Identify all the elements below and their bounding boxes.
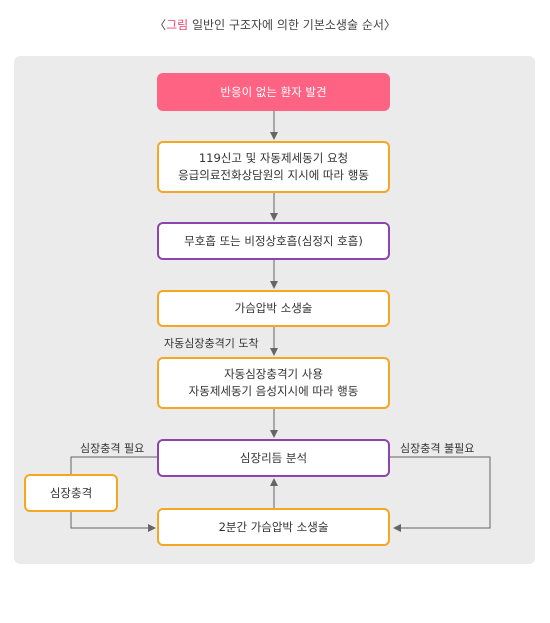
node-compression: 가슴압박 소생술 (157, 290, 390, 327)
node-shock: 심장충격 (24, 474, 118, 512)
node-cpr2min-line-1: 2분간 가슴압박 소생술 (218, 519, 329, 534)
caption-label: 그림 (166, 18, 189, 32)
node-cpr2min: 2분간 가슴압박 소생술 (157, 508, 390, 546)
edge-label-aed-arrival: 자동심장충격기 도착 (164, 337, 259, 350)
edge-label-shock-not-needed: 심장충격 불필요 (400, 442, 475, 455)
node-call119: 119신고 및 자동제세동기 요청 응급의료전화상담원의 지시에 따라 행동 (157, 141, 390, 193)
caption-close-bracket: 〉 (383, 18, 396, 32)
node-rhythm: 심장리듬 분석 (157, 439, 390, 477)
caption-open-bracket: 〈 (154, 18, 167, 32)
node-aed-use-line-1: 자동심장충격기 사용 (224, 367, 323, 381)
node-start-line-1: 반응이 없는 환자 발견 (220, 84, 327, 99)
node-call119-line-1: 119신고 및 자동제세동기 요청 (198, 151, 349, 165)
node-rhythm-line-1: 심장리듬 분석 (239, 450, 308, 465)
edge-rhythm-to-cpr2min-no-shock (390, 456, 491, 532)
node-aed-use-line-2: 자동제세동기 음성지시에 따라 행동 (188, 384, 359, 398)
node-start: 반응이 없는 환자 발견 (157, 73, 390, 111)
node-breathing-line-1: 무호흡 또는 비정상호흡(심정지 호흡) (184, 233, 363, 248)
edge-shock-to-cpr2min (70, 512, 156, 532)
figure-caption: 〈그림 일반인 구조자에 의한 기본소생술 순서〉 (0, 16, 550, 33)
node-aed-use: 자동심장충격기 사용 자동제세동기 음성지시에 따라 행동 (157, 357, 390, 409)
node-shock-line-1: 심장충격 (49, 485, 93, 500)
caption-text: 일반인 구조자에 의한 기본소생술 순서 (188, 18, 384, 32)
edge-label-shock-needed: 심장충격 필요 (80, 442, 145, 455)
node-breathing: 무호흡 또는 비정상호흡(심정지 호흡) (157, 222, 390, 260)
node-call119-line-2: 응급의료전화상담원의 지시에 따라 행동 (178, 168, 369, 182)
edge-rhythm-to-shock (70, 456, 157, 474)
node-compression-line-1: 가슴압박 소생술 (234, 301, 313, 315)
